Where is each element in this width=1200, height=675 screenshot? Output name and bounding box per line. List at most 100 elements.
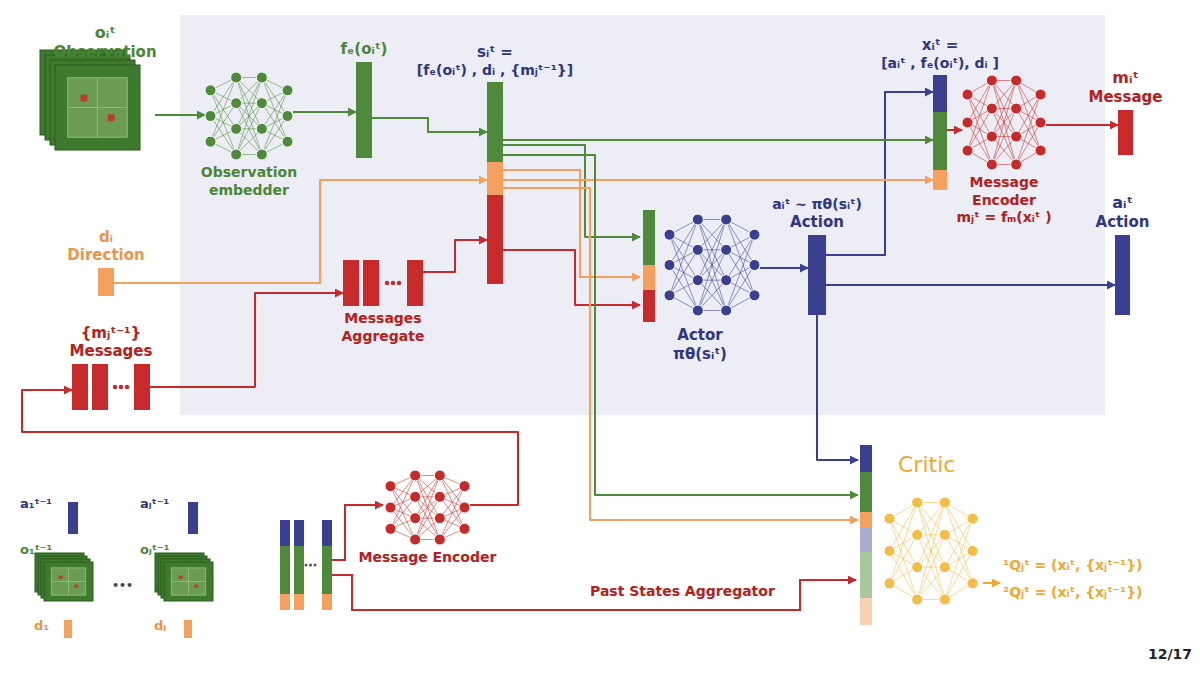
network-neuron	[692, 214, 703, 225]
network-link	[698, 220, 726, 311]
connector	[826, 285, 1115, 286]
node-label: dᵢ	[99, 228, 113, 247]
node-label: Action	[790, 213, 844, 232]
node-shape	[1118, 110, 1133, 155]
node-label: Action	[1096, 213, 1150, 232]
network-link	[236, 78, 262, 155]
observation-map	[171, 568, 205, 595]
label-holder: Critic	[898, 451, 955, 479]
connector-line	[826, 284, 1115, 286]
connector	[503, 145, 640, 305]
network-neuron	[664, 229, 675, 240]
vector-block: a₁ᵗ⁻¹o₁ᵗ⁻¹d₁	[20, 488, 110, 645]
connector-line	[114, 180, 487, 283]
label-holder: Past States Aggregator	[590, 583, 775, 601]
connector-line	[503, 179, 933, 181]
network-neuron	[1011, 75, 1022, 86]
agent-panel	[180, 15, 1105, 415]
node-label: xᵢᵗ =	[922, 36, 959, 55]
connector-line	[372, 118, 487, 132]
node-label: Message Encoder	[954, 174, 1054, 209]
label-holder: 12/17	[1148, 646, 1192, 664]
vector-segment	[98, 268, 114, 296]
vector-segment	[322, 520, 332, 546]
connector-line	[503, 188, 858, 520]
network-neuron	[884, 578, 895, 589]
network-link	[211, 103, 237, 141]
ellipsis-dot	[385, 281, 389, 285]
node-shape	[487, 82, 503, 284]
node-label: Message	[1089, 88, 1163, 107]
vector-segment	[280, 546, 290, 594]
label-holder: d₁	[34, 618, 49, 634]
vector-segment	[322, 594, 332, 610]
vector-block: aᵢᵗAction	[1115, 235, 1130, 315]
network-neuron	[692, 244, 703, 255]
ellipsis-dot	[113, 385, 117, 389]
network-neuron	[434, 491, 445, 502]
network-link	[726, 265, 754, 311]
network-neuron	[986, 159, 997, 170]
node-label: oⱼᵗ⁻¹	[140, 542, 169, 558]
vector-segment	[487, 162, 503, 195]
message-bar	[343, 260, 359, 306]
connector-line	[503, 145, 640, 237]
vector-segment	[280, 520, 290, 546]
network-neuron	[434, 513, 445, 524]
network-neuron	[912, 497, 923, 508]
network-neuron	[231, 149, 242, 160]
label-holder: aᵢᵗ ~ πθ(sᵢᵗ)Action	[772, 196, 862, 232]
node-label: {mⱼᵗ⁻¹}	[81, 324, 142, 343]
connector	[947, 130, 962, 131]
network-link	[440, 508, 465, 540]
annotation: •••	[112, 579, 133, 593]
network-link	[992, 81, 1016, 165]
network-neuron	[410, 491, 421, 502]
vector-segment	[933, 170, 947, 190]
node-shape	[640, 208, 760, 322]
network-neuron	[721, 244, 732, 255]
network-neuron	[986, 75, 997, 86]
network-link	[236, 78, 262, 155]
network-neuron	[939, 594, 950, 605]
vector-segment	[280, 594, 290, 610]
network-neuron	[884, 546, 895, 557]
observation-grid	[68, 107, 128, 108]
network-neuron	[459, 502, 470, 513]
message-bar	[72, 364, 88, 410]
network-neuron	[434, 534, 445, 545]
network-neuron	[205, 136, 216, 147]
node-label: aᵢᵗ	[1112, 193, 1133, 213]
node-shape	[385, 470, 470, 545]
network-neuron	[721, 305, 732, 316]
connector-line	[760, 267, 808, 269]
ellipsis-dot	[391, 281, 395, 285]
observation-map	[51, 568, 85, 595]
observation-agent	[108, 114, 115, 121]
network-neuron	[884, 513, 895, 524]
vector-segment	[933, 75, 947, 112]
network-link	[670, 250, 698, 296]
network-neuron	[986, 103, 997, 114]
node-shape	[343, 260, 423, 306]
vector-block: aⱼᵗ⁻¹oⱼᵗ⁻¹dⱼ	[140, 488, 230, 645]
vector-block: dᵢDirection	[98, 268, 114, 296]
node-shape	[98, 268, 114, 296]
node-label: Message Encoder	[359, 549, 497, 567]
label-holder: xᵢᵗ =[aᵢᵗ , fₑ(oᵢᵗ), dᵢ ]	[881, 36, 999, 72]
vector-segment	[294, 594, 304, 610]
vector-block: oᵢᵗObservation	[55, 65, 155, 165]
vector-segment	[860, 598, 872, 625]
connector	[372, 118, 487, 132]
network-neuron	[912, 529, 923, 540]
vector-segment	[294, 520, 304, 546]
vector-segment	[643, 265, 655, 290]
action-bar	[188, 502, 198, 534]
network-neuron	[1011, 103, 1022, 114]
network-link	[415, 476, 440, 540]
annotation: ²Qⱼᵗ = (xᵢᵗ, {xⱼᵗ⁻¹})	[1003, 584, 1143, 602]
node-shape	[962, 75, 1046, 170]
network-neuron	[721, 214, 732, 225]
network-neuron	[692, 305, 703, 316]
output-arrow	[983, 582, 1000, 584]
